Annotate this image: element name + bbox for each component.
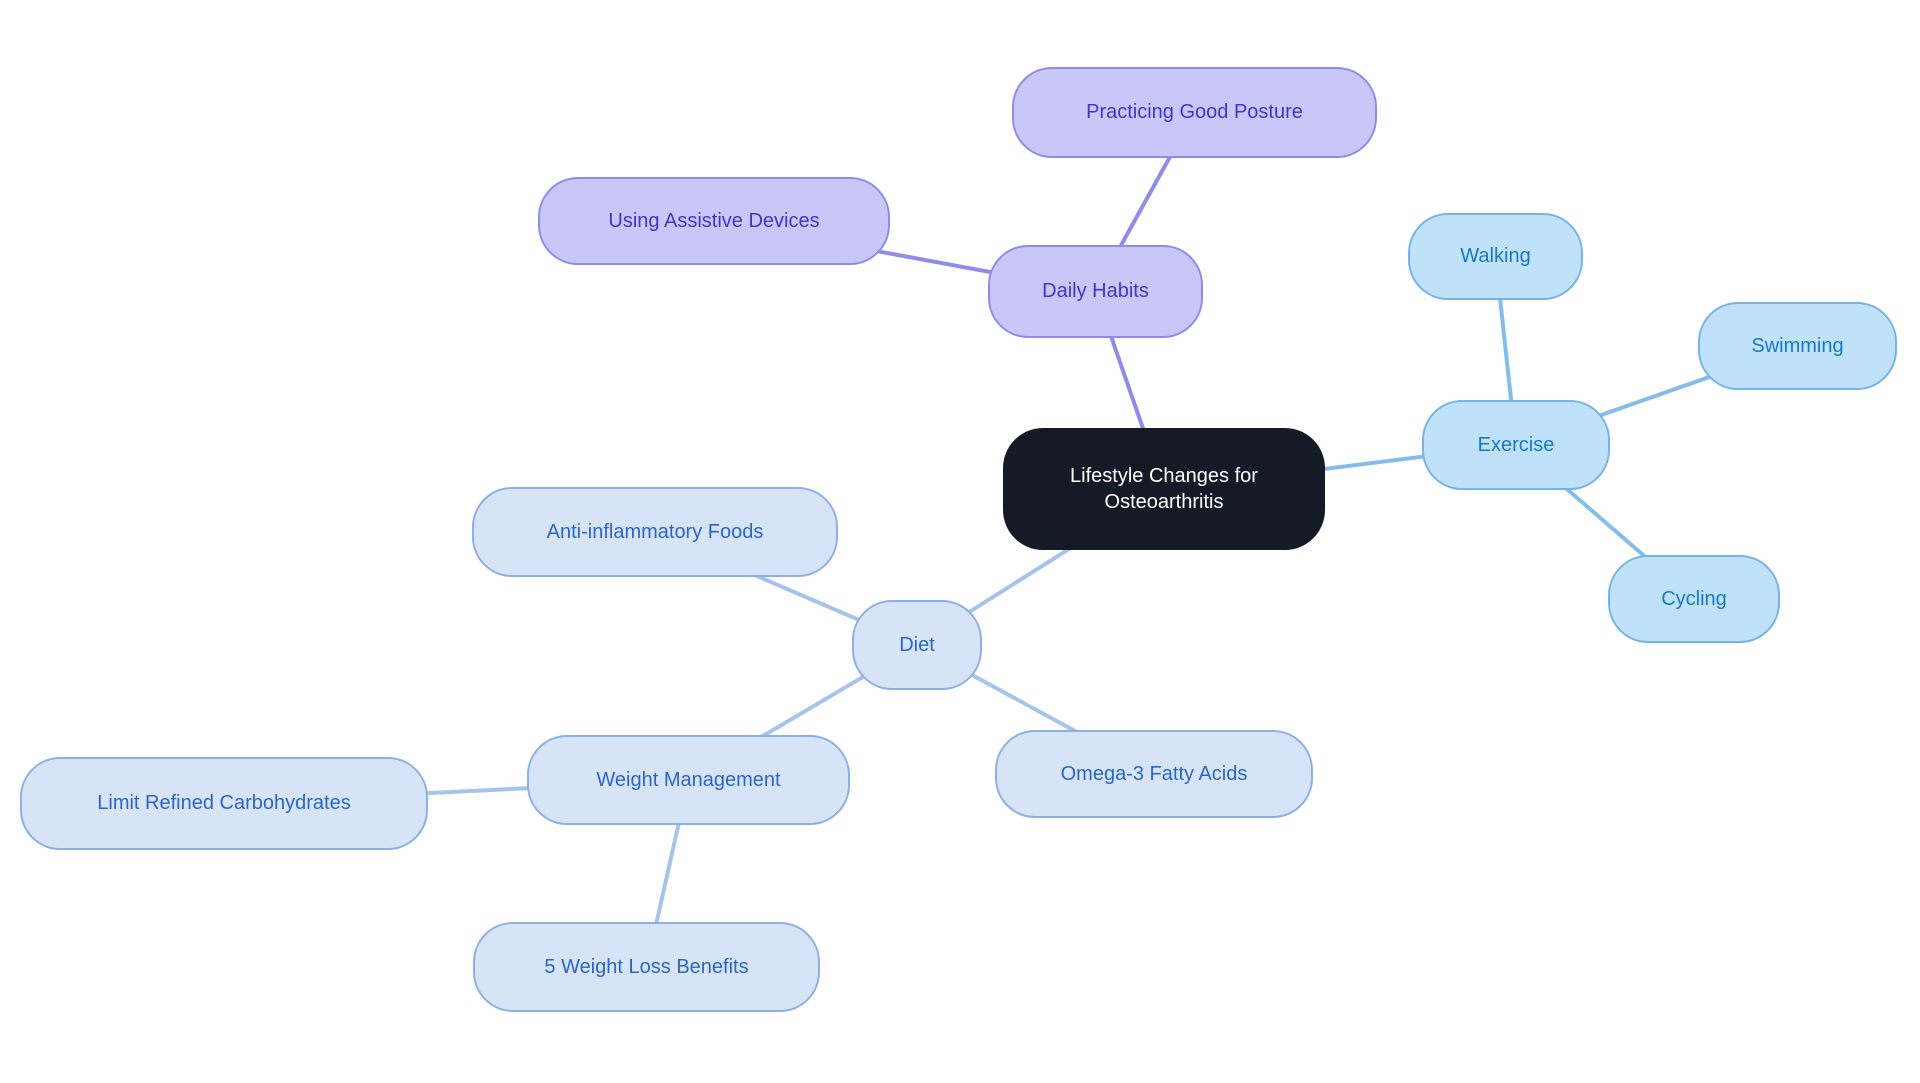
node-cycling[interactable]: Cycling — [1608, 555, 1780, 643]
node-weight-management[interactable]: Weight Management — [527, 735, 850, 825]
node-label-walking: Walking — [1460, 245, 1531, 268]
node-label-anti-inflammatory-foods: Anti-inflammatory Foods — [546, 520, 764, 543]
node-5-weight-loss-benefits[interactable]: 5 Weight Loss Benefits — [473, 922, 820, 1012]
node-label-cycling: Cycling — [1661, 587, 1727, 610]
node-exercise[interactable]: Exercise — [1422, 400, 1610, 490]
node-label-weight-management: Weight Management — [596, 768, 781, 791]
node-label-using-assistive-devices: Using Assistive Devices — [608, 209, 820, 232]
node-central[interactable]: Lifestyle Changes for Osteoarthritis — [1003, 428, 1325, 550]
node-diet[interactable]: Diet — [852, 600, 982, 690]
node-label-omega-3-fatty-acids: Omega-3 Fatty Acids — [1060, 762, 1248, 785]
node-anti-inflammatory-foods[interactable]: Anti-inflammatory Foods — [472, 487, 838, 577]
node-limit-refined-carbohydrates[interactable]: Limit Refined Carbohydrates — [20, 757, 428, 850]
node-label-diet: Diet — [899, 633, 935, 656]
node-using-assistive-devices[interactable]: Using Assistive Devices — [538, 177, 890, 265]
node-label-daily-habits: Daily Habits — [1042, 280, 1149, 303]
node-label-central: Lifestyle Changes for Osteoarthritis — [1070, 464, 1258, 513]
node-omega-3-fatty-acids[interactable]: Omega-3 Fatty Acids — [995, 730, 1313, 818]
node-label-exercise: Exercise — [1477, 433, 1555, 456]
node-swimming[interactable]: Swimming — [1698, 302, 1897, 390]
node-walking[interactable]: Walking — [1408, 213, 1583, 300]
node-label-5-weight-loss-benefits: 5 Weight Loss Benefits — [544, 955, 749, 978]
node-practicing-good-posture[interactable]: Practicing Good Posture — [1012, 67, 1377, 158]
node-label-limit-refined-carbohydrates: Limit Refined Carbohydrates — [97, 792, 351, 815]
node-daily-habits[interactable]: Daily Habits — [988, 245, 1203, 338]
node-label-swimming: Swimming — [1751, 334, 1844, 357]
node-label-practicing-good-posture: Practicing Good Posture — [1086, 101, 1303, 124]
